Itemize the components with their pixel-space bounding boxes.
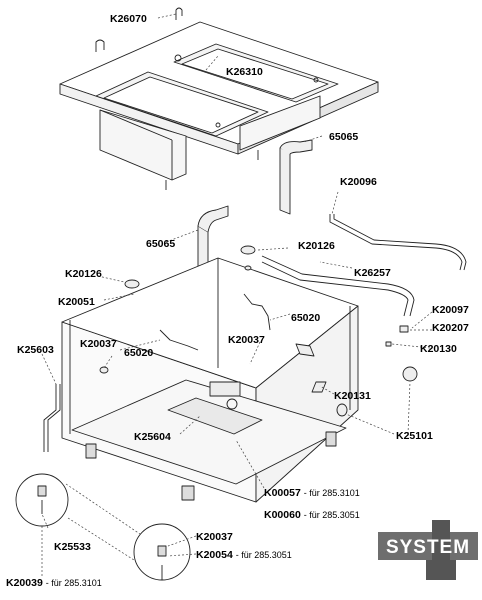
logo-text: SYSTEM	[386, 537, 470, 558]
label-k00060: K00060 - für 285.3051	[264, 509, 360, 521]
label-k26257: K26257	[354, 267, 391, 279]
label-k20131: K20131	[334, 390, 371, 402]
label-k20054: K20054 - für 285.3051	[196, 549, 292, 561]
label-k26070: K26070	[110, 13, 147, 25]
label-k20097: K20097	[432, 304, 469, 316]
label-k20039-note: - für 285.3101	[45, 578, 102, 588]
label-k20037-a: K20037	[80, 338, 117, 350]
label-k20037-c: K20037	[196, 531, 233, 543]
label-65065-a: 65065	[329, 131, 359, 143]
label-k20207: K20207	[432, 322, 469, 334]
label-k20039-code: K20039	[6, 577, 43, 589]
label-k25603: K25603	[17, 344, 54, 356]
label-k20130: K20130	[420, 343, 457, 355]
label-k00060-note: - für 285.3051	[303, 510, 360, 520]
label-k20126-left: K20126	[65, 268, 102, 280]
label-k20039: K20039 - für 285.3101	[6, 577, 102, 589]
label-k25604: K25604	[134, 431, 171, 443]
logo-graphic: SYSTEM	[378, 520, 478, 580]
leader-lines	[41, 13, 433, 576]
label-k00057-note: - für 285.3101	[303, 488, 360, 498]
label-k25533: K25533	[54, 541, 91, 553]
label-k20054-note: - für 285.3051	[235, 550, 292, 560]
sink-top-drawing	[59, 7, 379, 190]
label-65065-b: 65065	[146, 238, 176, 250]
label-k00057: K00057 - für 285.3101	[264, 487, 360, 499]
label-k25101: K25101	[396, 430, 433, 442]
system-logo: SYSTEM	[378, 520, 478, 580]
fittings-drawing	[15, 245, 418, 581]
label-k20037-b: K20037	[228, 334, 265, 346]
label-k26310: K26310	[226, 66, 263, 78]
overflow-tube-drawing	[261, 214, 467, 317]
label-k20051: K20051	[58, 296, 95, 308]
label-k00060-code: K00060	[264, 509, 301, 521]
label-k20096: K20096	[340, 176, 377, 188]
label-k20054-code: K20054	[196, 549, 233, 561]
label-k00057-code: K00057	[264, 487, 301, 499]
stand-frame-drawing	[61, 257, 359, 503]
label-65020-b: 65020	[124, 347, 154, 359]
label-65020-a: 65020	[291, 312, 321, 324]
label-k20126-right: K20126	[298, 240, 335, 252]
